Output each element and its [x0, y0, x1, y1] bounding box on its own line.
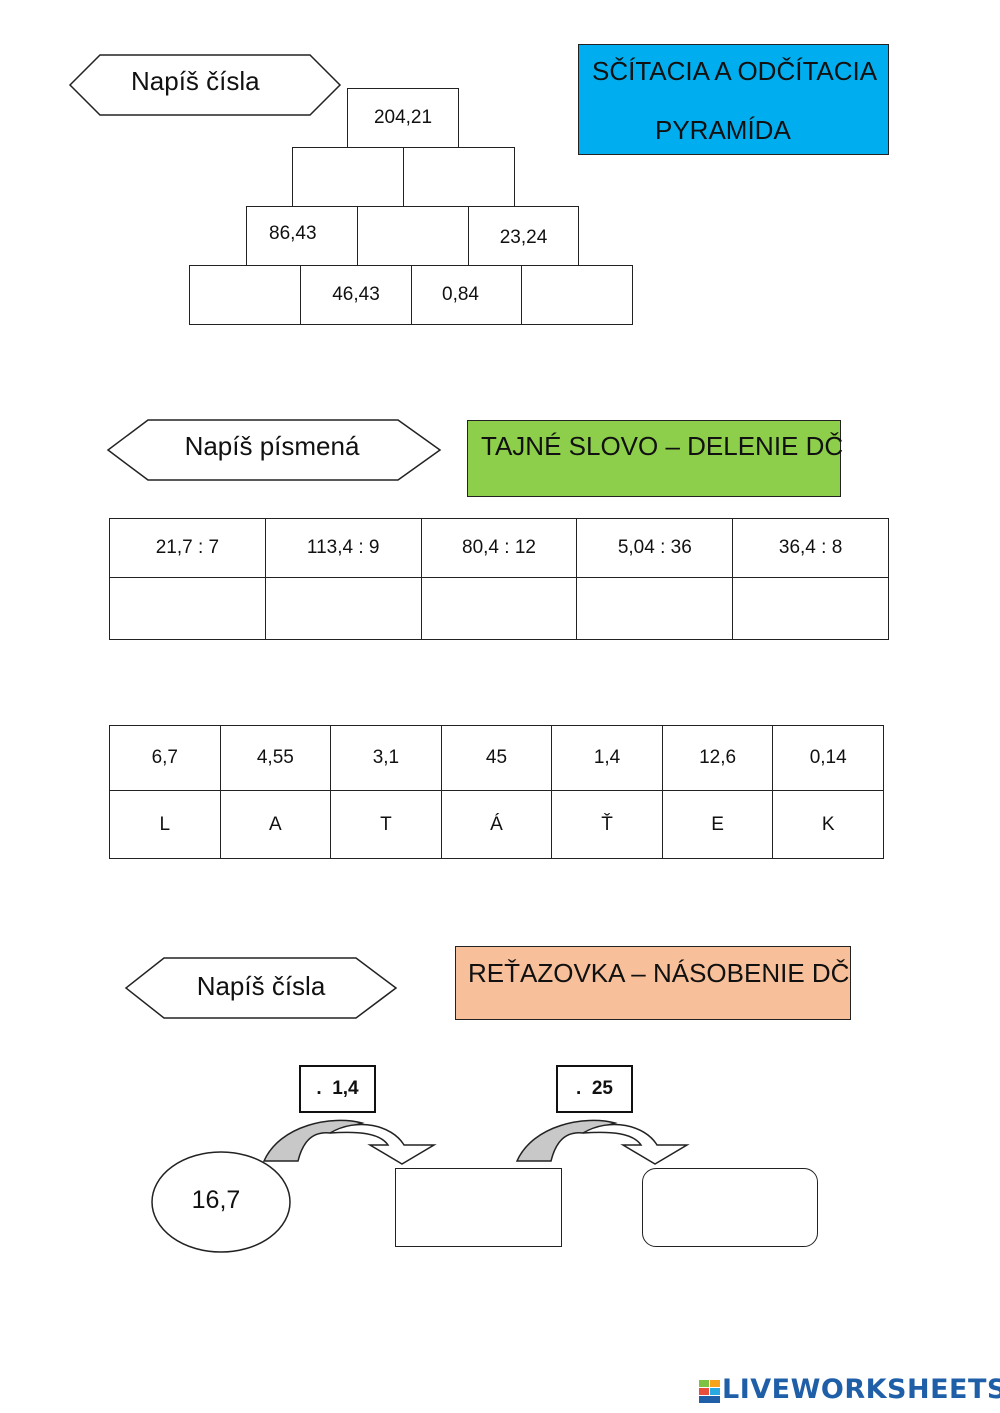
start-value: 16,7	[191, 1186, 241, 1214]
key-letter: L	[109, 790, 221, 859]
table-row: L A T Á Ť E K	[109, 790, 884, 859]
instruction-label: Napíš písmená	[184, 430, 360, 461]
answer-cell[interactable]	[576, 577, 734, 640]
division-table: 21,7 : 7 113,4 : 9 80,4 : 12 5,04 : 36 3…	[109, 518, 889, 640]
division-problem: 36,4 : 8	[732, 518, 889, 578]
answer-cell[interactable]	[109, 577, 266, 640]
division-problem: 21,7 : 7	[109, 518, 266, 578]
instruction-hexagon-1: Napíš čísla	[68, 54, 342, 116]
hexagon-shape	[68, 54, 342, 116]
pyramid-cell: 46,43	[300, 265, 412, 325]
start-ellipse	[151, 1151, 291, 1253]
secret-word-title: TAJNÉ SLOVO – DELENIE DČ	[481, 431, 844, 461]
instruction-label: Napíš čísla	[196, 970, 326, 1001]
pyramid-cell: 86,43	[246, 206, 358, 266]
pyramid-cell-input[interactable]	[521, 265, 633, 325]
curved-arrow-icon	[262, 1119, 437, 1165]
operation-box-1: . 1,4	[299, 1065, 376, 1113]
chain-answer-input[interactable]	[651, 1179, 809, 1236]
hexagon-shape	[124, 957, 398, 1019]
result-box-2[interactable]	[642, 1168, 818, 1247]
pyramid-value: 0,84	[442, 284, 479, 305]
pyramid-answer-input[interactable]	[362, 214, 464, 258]
operation-label: . 1,4	[316, 1078, 359, 1099]
key-letter: K	[772, 790, 884, 859]
operation-box-2: . 25	[556, 1065, 633, 1113]
answer-cell[interactable]	[264, 577, 422, 640]
instruction-hexagon-3: Napíš čísla	[124, 957, 398, 1019]
pyramid-value: 86,43	[269, 223, 317, 244]
pyramid-cell: 23,24	[468, 206, 579, 266]
pyramid-answer-input[interactable]	[297, 155, 399, 199]
pyramid-answer-input[interactable]	[526, 273, 628, 317]
division-problem: 80,4 : 12	[420, 518, 578, 578]
table-row: 21,7 : 7 113,4 : 9 80,4 : 12 5,04 : 36 3…	[109, 518, 889, 578]
pyramid-title-box: SČÍTACIA A ODČÍTACIA PYRAMÍDA	[578, 44, 889, 155]
chain-title: REŤAZOVKA – NÁSOBENIE DČ	[468, 958, 850, 988]
pyramid-cell: 204,21	[347, 88, 459, 148]
hexagon-shape	[106, 419, 442, 481]
pyramid-answer-input[interactable]	[408, 155, 510, 199]
key-letter: Ť	[551, 790, 663, 859]
key-letter: Á	[440, 790, 553, 859]
key-value: 4,55	[219, 725, 332, 791]
secret-word-title-box: TAJNÉ SLOVO – DELENIE DČ	[467, 420, 844, 497]
brand-name: LIVEWORKSHEETS	[722, 1374, 1000, 1405]
pyramid-value: 23,24	[499, 227, 548, 248]
pyramid-cell-input[interactable]	[357, 206, 469, 266]
division-problem: 113,4 : 9	[264, 518, 422, 578]
answer-cell[interactable]	[732, 577, 889, 640]
result-box-1[interactable]	[395, 1168, 562, 1247]
pyramid-answer-input[interactable]	[194, 273, 296, 317]
logo-icon	[699, 1380, 720, 1403]
curved-arrow-icon	[515, 1119, 690, 1165]
letter-answer-input[interactable]	[115, 596, 260, 621]
key-value: 0,14	[772, 725, 884, 791]
letter-answer-input[interactable]	[738, 596, 883, 621]
letter-answer-input[interactable]	[427, 596, 571, 621]
pyramid-cell-input[interactable]	[292, 147, 404, 207]
pyramid-title-line1: SČÍTACIA A ODČÍTACIA	[592, 56, 878, 86]
pyramid-cell-input[interactable]	[403, 147, 515, 207]
pyramid-title-line2: PYRAMÍDA	[655, 115, 791, 145]
letter-answer-input[interactable]	[271, 596, 415, 621]
pyramid-cell: 0,84	[411, 265, 523, 325]
letter-key-table: 6,7 4,55 3,1 45 1,4 12,6 0,14 L A T Á Ť …	[109, 725, 884, 859]
key-value: 45	[440, 725, 553, 791]
liveworksheets-logo	[699, 1380, 721, 1404]
key-letter: T	[330, 790, 442, 859]
pyramid-value: 204,21	[373, 107, 433, 128]
operation-label: . 25	[576, 1078, 613, 1099]
table-row	[109, 577, 889, 640]
key-value: 6,7	[109, 725, 221, 791]
table-row: 6,7 4,55 3,1 45 1,4 12,6 0,14	[109, 725, 884, 791]
key-value: 12,6	[661, 725, 774, 791]
chain-answer-input[interactable]	[403, 1179, 554, 1236]
instruction-hexagon-2: Napíš písmená	[106, 419, 442, 481]
key-letter: E	[661, 790, 774, 859]
key-value: 1,4	[551, 725, 663, 791]
key-value: 3,1	[330, 725, 442, 791]
answer-cell[interactable]	[420, 577, 578, 640]
chain-title-box: REŤAZOVKA – NÁSOBENIE DČ	[455, 946, 851, 1020]
instruction-label: Napíš čísla	[131, 65, 260, 96]
division-problem: 5,04 : 36	[576, 518, 734, 578]
key-letter: A	[219, 790, 332, 859]
pyramid-value: 46,43	[332, 284, 380, 305]
pyramid-cell-input[interactable]	[189, 265, 301, 325]
letter-answer-input[interactable]	[583, 596, 727, 621]
